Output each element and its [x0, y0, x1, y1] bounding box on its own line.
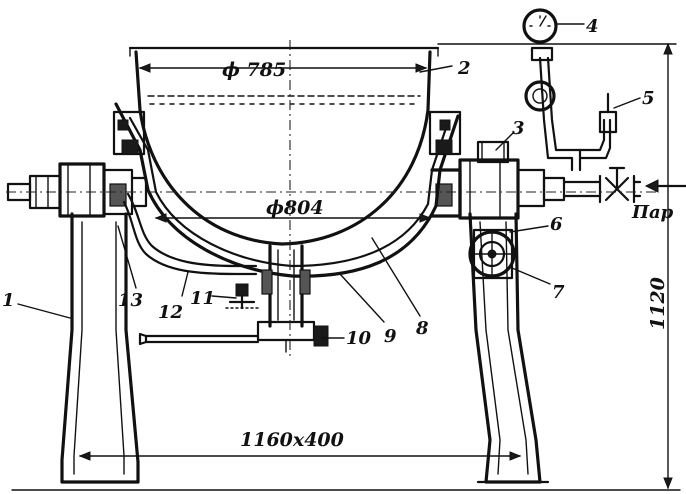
inner-bowl	[128, 46, 440, 246]
label-11: 11	[190, 288, 215, 309]
worm-gear	[468, 228, 516, 280]
right-bracket	[428, 110, 462, 156]
left-trunnion	[6, 162, 148, 218]
right-stand	[468, 212, 550, 484]
left-bracket	[112, 110, 146, 156]
label-10: 10	[346, 328, 372, 349]
height-dimension-label: 1120	[647, 277, 669, 330]
label-4: 4	[586, 16, 599, 37]
dimension-lines	[78, 42, 677, 490]
top-diameter-label: ϕ 785	[222, 59, 286, 81]
label-5: 5	[642, 88, 655, 109]
steam-pipeline	[522, 8, 686, 204]
base-dimension-label: 1160x400	[240, 429, 344, 451]
steam-jacket	[114, 102, 460, 278]
condensate-pipe	[122, 192, 258, 276]
label-3: 3	[512, 118, 525, 139]
valve-11	[225, 283, 259, 310]
label-9: 9	[384, 326, 397, 347]
right-trunnion	[430, 140, 566, 220]
bowl-diameter-label: ϕ804	[266, 197, 324, 219]
drain-column	[138, 244, 329, 353]
label-13: 13	[118, 290, 143, 311]
label-8: 8	[415, 318, 429, 339]
left-stand	[60, 212, 140, 484]
label-6: 6	[550, 214, 563, 235]
label-7: 7	[552, 282, 565, 303]
leader-lines	[17, 23, 641, 339]
label-2: 2	[457, 58, 471, 79]
label-12: 12	[158, 302, 183, 323]
steam-label: Пар	[631, 202, 674, 223]
label-1: 1	[2, 290, 15, 311]
